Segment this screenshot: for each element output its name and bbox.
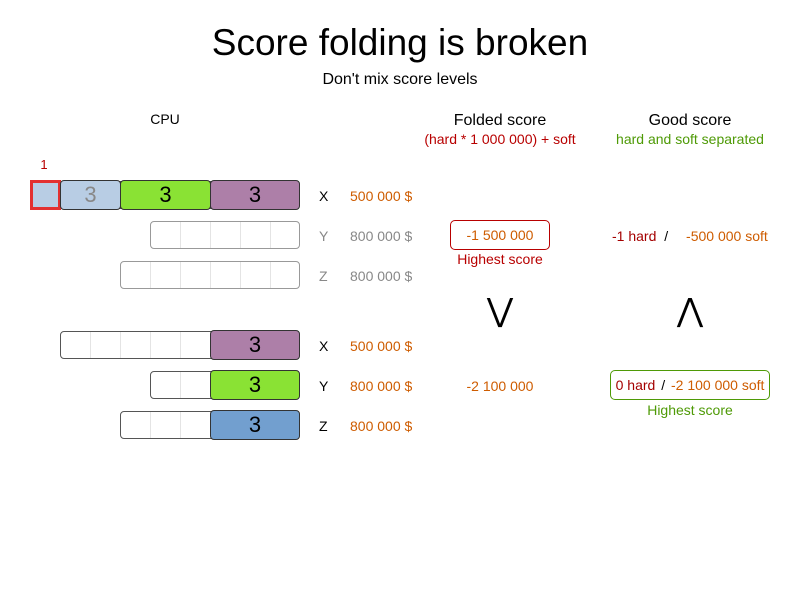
computer-cost-z: 800 000 $ [350,268,413,284]
process-block-green: 3 [120,180,211,210]
computer-z-capacity-bar [120,261,300,289]
capacity-cell [211,262,241,288]
computer-label-z-bottom: Z [319,418,328,434]
page-subtitle: Don't mix score levels [322,71,478,88]
computer-label-y-bottom: Y [319,378,329,394]
capacity-cell [181,372,211,398]
capacity-cell [91,332,121,358]
computer-cost-y: 800 000 $ [350,228,413,244]
overflow-block [30,180,61,210]
capacity-cell [271,262,299,288]
capacity-cell [121,332,151,358]
good-score-top-soft: -500 000 soft [686,228,768,244]
computer-label-x-bottom: X [319,338,329,354]
capacity-cell [151,262,181,288]
computer-cost-x: 500 000 $ [350,188,413,204]
good-score-header: Good score [648,112,732,129]
overflow-amount-label: 1 [40,157,48,172]
folded-score-formula: (hard * 1 000 000) + soft [424,131,576,147]
capacity-cell [181,332,211,358]
good-score-bottom-box: 0 hard / -2 100 000 soft [610,370,770,400]
process-block-blue: 3 [210,410,300,440]
cpu-header: CPU [150,111,180,127]
computer-label-y: Y [319,228,329,244]
good-highest-score-badge: Highest score [647,402,733,418]
folded-comparison-symbol: ⋁ [486,292,514,328]
capacity-cell [121,262,151,288]
computer-cost-y-bottom: 800 000 $ [350,378,413,394]
computer-label-x: X [319,188,329,204]
capacity-cell [181,412,211,438]
good-score-bottom-separator: / [661,377,666,393]
capacity-cell [211,222,241,248]
process-block-lightblue: 3 [60,180,121,210]
capacity-cell [151,372,181,398]
process-block-purple: 3 [210,330,300,360]
good-score-bottom-soft: -2 100 000 soft [670,377,765,393]
capacity-cell [241,222,271,248]
good-score-top: -1 hard / -500 000 soft [612,228,768,244]
process-block-green: 3 [210,370,300,400]
computer-label-z: Z [319,268,328,284]
capacity-cell [151,222,181,248]
good-comparison-symbol: ⋀ [676,292,704,328]
process-block-purple: 3 [210,180,300,210]
page-title: Score folding is broken [211,22,589,63]
good-score-note: hard and soft separated [616,131,764,147]
capacity-cell [61,332,91,358]
folded-highest-score-badge: Highest score [457,251,543,267]
good-score-bottom-hard: 0 hard [615,377,656,393]
good-score-top-separator: / [664,228,669,244]
capacity-cell [151,332,181,358]
capacity-cell [121,412,151,438]
computer-cost-z-bottom: 800 000 $ [350,418,413,434]
capacity-cell [241,262,271,288]
folded-score-header: Folded score [453,112,547,129]
good-score-top-hard: -1 hard [612,228,657,244]
capacity-cell [151,412,181,438]
folded-score-bottom: -2 100 000 [466,378,534,394]
folded-score-top-value: -1 500 000 [466,227,534,243]
computer-cost-x-bottom: 500 000 $ [350,338,413,354]
computer-y-capacity-bar [150,221,300,249]
capacity-cell [181,222,211,248]
folded-score-top-box: -1 500 000 [450,220,550,250]
capacity-cell [271,222,299,248]
capacity-cell [181,262,211,288]
